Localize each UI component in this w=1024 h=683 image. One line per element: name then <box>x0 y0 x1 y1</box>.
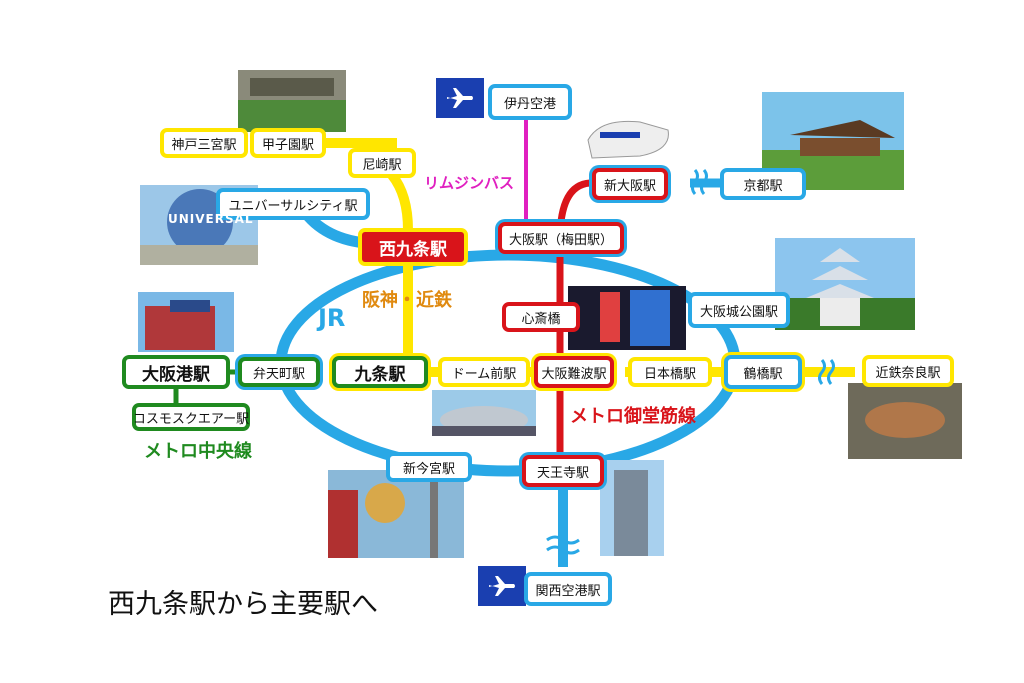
station-bentencho[interactable]: 弁天町駅 <box>238 357 320 387</box>
station-label: コスモスクエアー駅 <box>132 411 250 427</box>
station-osakako[interactable]: 大阪港駅 <box>122 355 230 389</box>
station-itami-airport[interactable]: 伊丹空港 <box>488 84 572 120</box>
station-amagasaki[interactable]: 尼崎駅 <box>348 148 416 178</box>
page-title: 西九条駅から主要駅へ <box>108 589 378 620</box>
station-universal-city[interactable]: ユニバーサルシティ駅 <box>216 188 370 220</box>
station-label: 大阪港駅 <box>142 364 210 385</box>
station-label: 心斎橋 <box>521 311 561 327</box>
station-label: 甲子園駅 <box>261 137 314 153</box>
kaiyukan-photo <box>138 292 234 352</box>
universal-globe-label: UNIVERSAL <box>168 212 254 226</box>
station-label: 関西空港駅 <box>535 583 601 599</box>
station-cosmo-square[interactable]: コスモスクエアー駅 <box>132 403 250 431</box>
station-kintetsu-nara[interactable]: 近鉄奈良駅 <box>862 355 954 387</box>
station-label: 伊丹空港 <box>503 96 556 112</box>
station-label: 大阪城公園駅 <box>699 304 778 320</box>
station-label: 新大阪駅 <box>603 178 656 194</box>
station-label: 弁天町駅 <box>252 366 305 382</box>
station-label: 近鉄奈良駅 <box>875 365 941 381</box>
station-shinsaibashi[interactable]: 心斎橋 <box>502 302 580 332</box>
dotonbori-photo <box>568 286 686 350</box>
station-tennoji[interactable]: 天王寺駅 <box>522 455 604 487</box>
station-shin-imamiya[interactable]: 新今宮駅 <box>386 452 472 482</box>
station-nipponbashi[interactable]: 日本橋駅 <box>628 357 712 387</box>
jr-kyoto-wave <box>691 169 708 195</box>
line-label-metro-midosuji: メトロ御堂筋線 <box>570 406 696 427</box>
osaka-castle-photo <box>775 238 915 330</box>
kintetsu-wave <box>818 359 835 385</box>
station-kansai-airport[interactable]: 関西空港駅 <box>524 572 612 606</box>
station-kujo[interactable]: 九条駅 <box>332 356 428 388</box>
kyocera-dome-photo <box>432 390 536 436</box>
station-label: 尼崎駅 <box>362 157 402 173</box>
koshien-photo <box>238 70 346 132</box>
line-label-jr: JR <box>318 304 346 332</box>
station-label: 西九条駅 <box>379 239 447 260</box>
station-label: 天王寺駅 <box>536 465 589 481</box>
station-label: ユニバーサルシティ駅 <box>228 198 358 214</box>
station-label: 日本橋駅 <box>643 366 696 382</box>
shinkansen-photo <box>587 120 669 159</box>
station-osaka-namba[interactable]: 大阪難波駅 <box>534 356 614 388</box>
station-kyoto[interactable]: 京都駅 <box>720 168 806 200</box>
line-label-limousine: リムジンバス <box>424 174 515 192</box>
station-label: 九条駅 <box>354 364 406 385</box>
station-label: 大阪駅（梅田駅） <box>508 232 613 248</box>
jr-kansai-wave <box>546 535 580 555</box>
station-osaka-umeda[interactable]: 大阪駅（梅田駅） <box>498 222 624 254</box>
station-label: 新今宮駅 <box>402 461 455 477</box>
station-shin-osaka[interactable]: 新大阪駅 <box>592 168 668 200</box>
line-label-hanshin-kintetsu: 阪神・近鉄 <box>362 290 452 311</box>
nara-deer-photo <box>848 383 962 459</box>
station-label: 京都駅 <box>743 178 783 194</box>
station-label: ドーム前駅 <box>451 366 517 382</box>
station-kobe-sannomiya[interactable]: 神戸三宮駅 <box>160 128 248 158</box>
line-label-metro-chuo: メトロ中央線 <box>144 441 252 462</box>
station-tsuruhashi[interactable]: 鶴橋駅 <box>724 355 802 389</box>
shinsekai-photo <box>328 470 464 558</box>
station-label: 神戸三宮駅 <box>171 137 237 153</box>
station-osakajo-koen[interactable]: 大阪城公園駅 <box>688 292 790 328</box>
itami-airport-icon <box>436 78 484 118</box>
kansai-airport-icon <box>478 566 526 606</box>
station-nishikujo[interactable]: 西九条駅 <box>358 228 468 266</box>
station-koshien[interactable]: 甲子園駅 <box>250 128 326 158</box>
station-label: 鶴橋駅 <box>743 366 783 382</box>
abeno-harukas-photo <box>600 460 664 556</box>
station-label: 大阪難波駅 <box>541 366 607 382</box>
station-dome-mae[interactable]: ドーム前駅 <box>438 357 530 387</box>
